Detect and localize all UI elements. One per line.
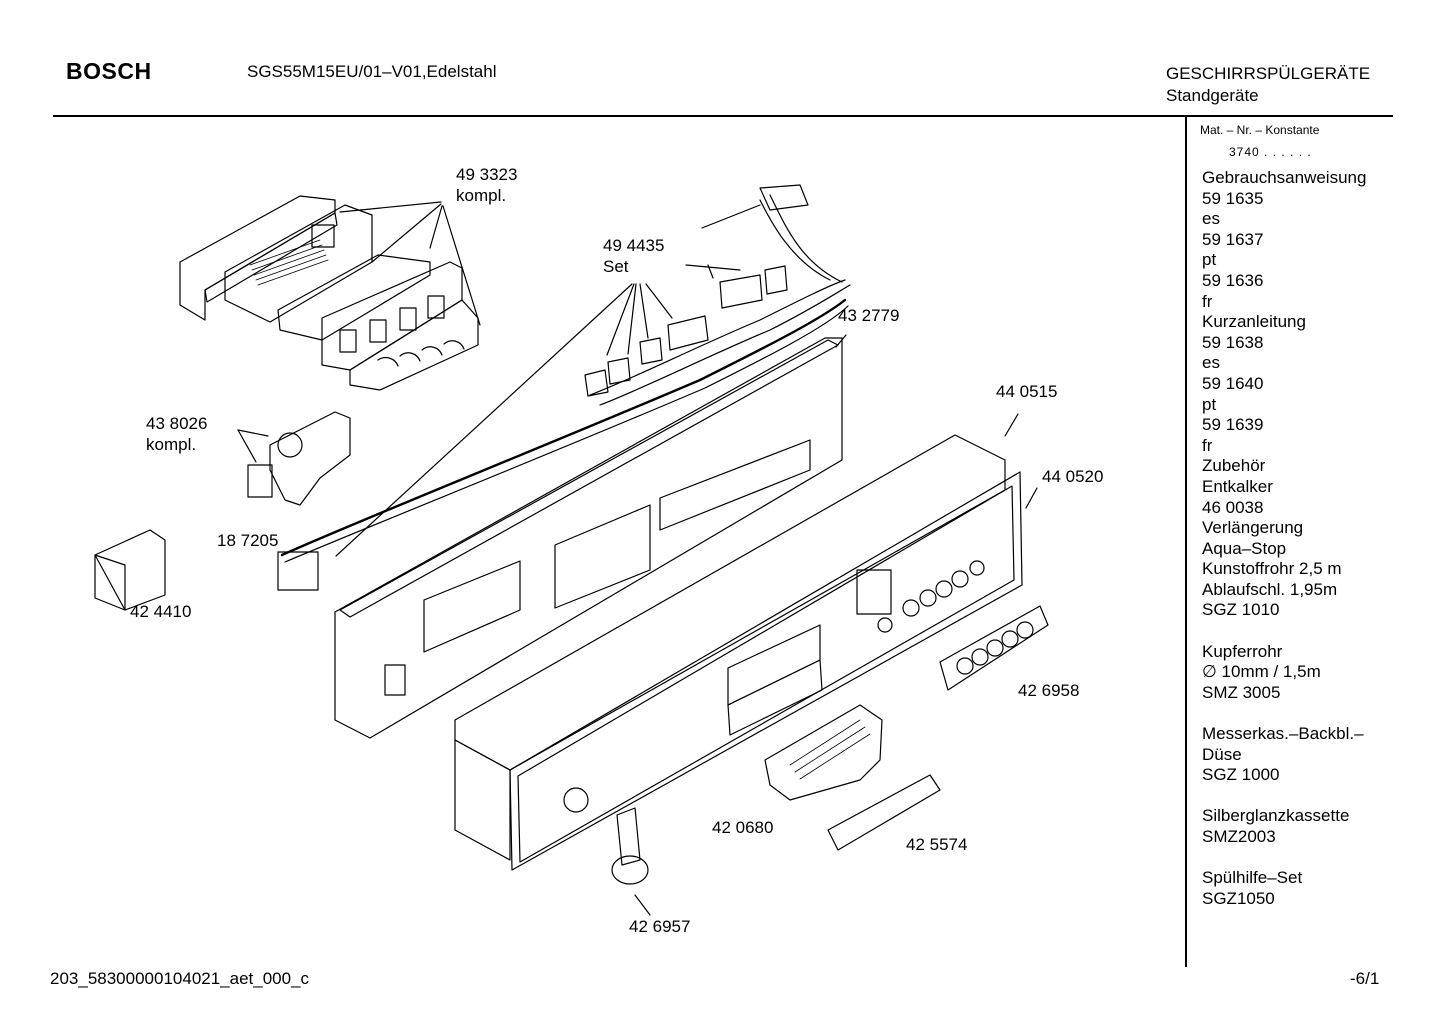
- handle-knob: [611, 807, 651, 916]
- accessory-line: es: [1202, 353, 1220, 373]
- cable-harness: [277, 184, 851, 591]
- part-label-440520: 44 0520: [1042, 467, 1104, 486]
- accessory-line: ∅ 10mm / 1,5m: [1202, 662, 1321, 682]
- accessory-line: pt: [1202, 394, 1217, 414]
- accessory-line: 59 1639: [1202, 415, 1264, 435]
- control-frame: [334, 334, 847, 739]
- part-label-426957: 42 6957: [629, 917, 691, 936]
- part-label-440515: 44 0515: [996, 382, 1058, 401]
- accessory-line: Entkalker: [1202, 476, 1273, 496]
- accessory-line: SMZ 3005: [1202, 682, 1281, 702]
- mat-nr-label: Mat. – Nr. – Konstante: [1200, 123, 1320, 137]
- part-note-494435: Set: [603, 257, 629, 276]
- category-title: GESCHIRRSPÜLGERÄTE: [1166, 64, 1371, 83]
- door-switch-assembly: [237, 411, 351, 506]
- button-strip: [939, 605, 1049, 691]
- accessory-line: Spülhilfe–Set: [1202, 868, 1303, 888]
- part-label-432779: 43 2779: [838, 306, 900, 325]
- accessory-line: Zubehör: [1202, 456, 1266, 476]
- display-module: [764, 704, 883, 801]
- header-divider: [53, 115, 1393, 117]
- mat-nr-value: 3740 . . . . . .: [1229, 145, 1312, 159]
- accessory-line: fr: [1202, 291, 1213, 311]
- part-label-420680: 42 0680: [712, 818, 774, 837]
- accessory-line: Kunstoffrohr 2,5 m: [1202, 559, 1342, 579]
- control-panel-front: [454, 413, 1038, 871]
- accessory-line: Gebrauchsanweisung: [1202, 168, 1367, 187]
- accessory-line: Kupferrohr: [1202, 641, 1283, 661]
- part-label-425574: 42 5574: [906, 835, 968, 854]
- category-subtitle: Standgeräte: [1166, 86, 1259, 105]
- accessory-line: 59 1636: [1202, 270, 1264, 290]
- part-label-426958: 42 6958: [1018, 681, 1080, 700]
- accessory-line: SGZ 1010: [1202, 600, 1280, 620]
- accessory-line: es: [1202, 209, 1220, 229]
- part-note-493323: kompl.: [456, 186, 507, 205]
- accessory-line: Aqua–Stop: [1202, 538, 1287, 558]
- accessory-line: 59 1637: [1202, 229, 1264, 249]
- page-number: -6/1: [1350, 969, 1380, 988]
- part-label-438026: 43 8026: [146, 414, 208, 433]
- accessory-line: Düse: [1202, 744, 1242, 764]
- accessory-line: 46 0038: [1202, 497, 1264, 517]
- brand-logo: BOSCH: [66, 58, 152, 84]
- document-id: 203_58300000104021_aet_000_c: [50, 969, 310, 988]
- model-title: SGS55M15EU/01–V01,Edelstahl: [247, 62, 497, 81]
- accessory-line: fr: [1202, 435, 1213, 455]
- sidebar-divider: [1185, 117, 1187, 967]
- accessory-line: SGZ 1000: [1202, 765, 1280, 785]
- part-label-424410: 42 4410: [130, 602, 192, 621]
- list-spacer: [1202, 848, 1366, 869]
- accessory-line: 59 1635: [1202, 188, 1264, 208]
- control-board-assembly: [179, 195, 481, 391]
- accessory-line: SMZ2003: [1202, 827, 1276, 846]
- part-label-187205: 18 7205: [217, 531, 279, 550]
- accessory-line: 59 1640: [1202, 373, 1264, 393]
- accessory-line: 59 1638: [1202, 332, 1264, 352]
- accessory-line: Verlängerung: [1202, 518, 1304, 538]
- trim-strip: [827, 774, 941, 851]
- exploded-parts-diagram: [94, 184, 1049, 916]
- list-spacer: [1202, 703, 1366, 724]
- accessory-line: pt: [1202, 250, 1217, 270]
- accessory-line: Messerkas.–Backbl.–: [1202, 724, 1364, 744]
- part-label-493323: 49 3323: [456, 165, 518, 184]
- water-switch: [94, 529, 166, 611]
- part-note-438026: kompl.: [146, 435, 197, 454]
- part-label-494435: 49 4435: [603, 236, 665, 255]
- list-spacer: [1202, 786, 1366, 807]
- accessory-line: SGZ1050: [1202, 888, 1275, 908]
- accessory-line: Ablaufschl. 1,95m: [1202, 579, 1338, 599]
- accessory-line: Silberglanzkassette: [1202, 806, 1350, 826]
- list-spacer: [1202, 621, 1366, 642]
- accessory-line: Kurzanleitung: [1202, 312, 1306, 332]
